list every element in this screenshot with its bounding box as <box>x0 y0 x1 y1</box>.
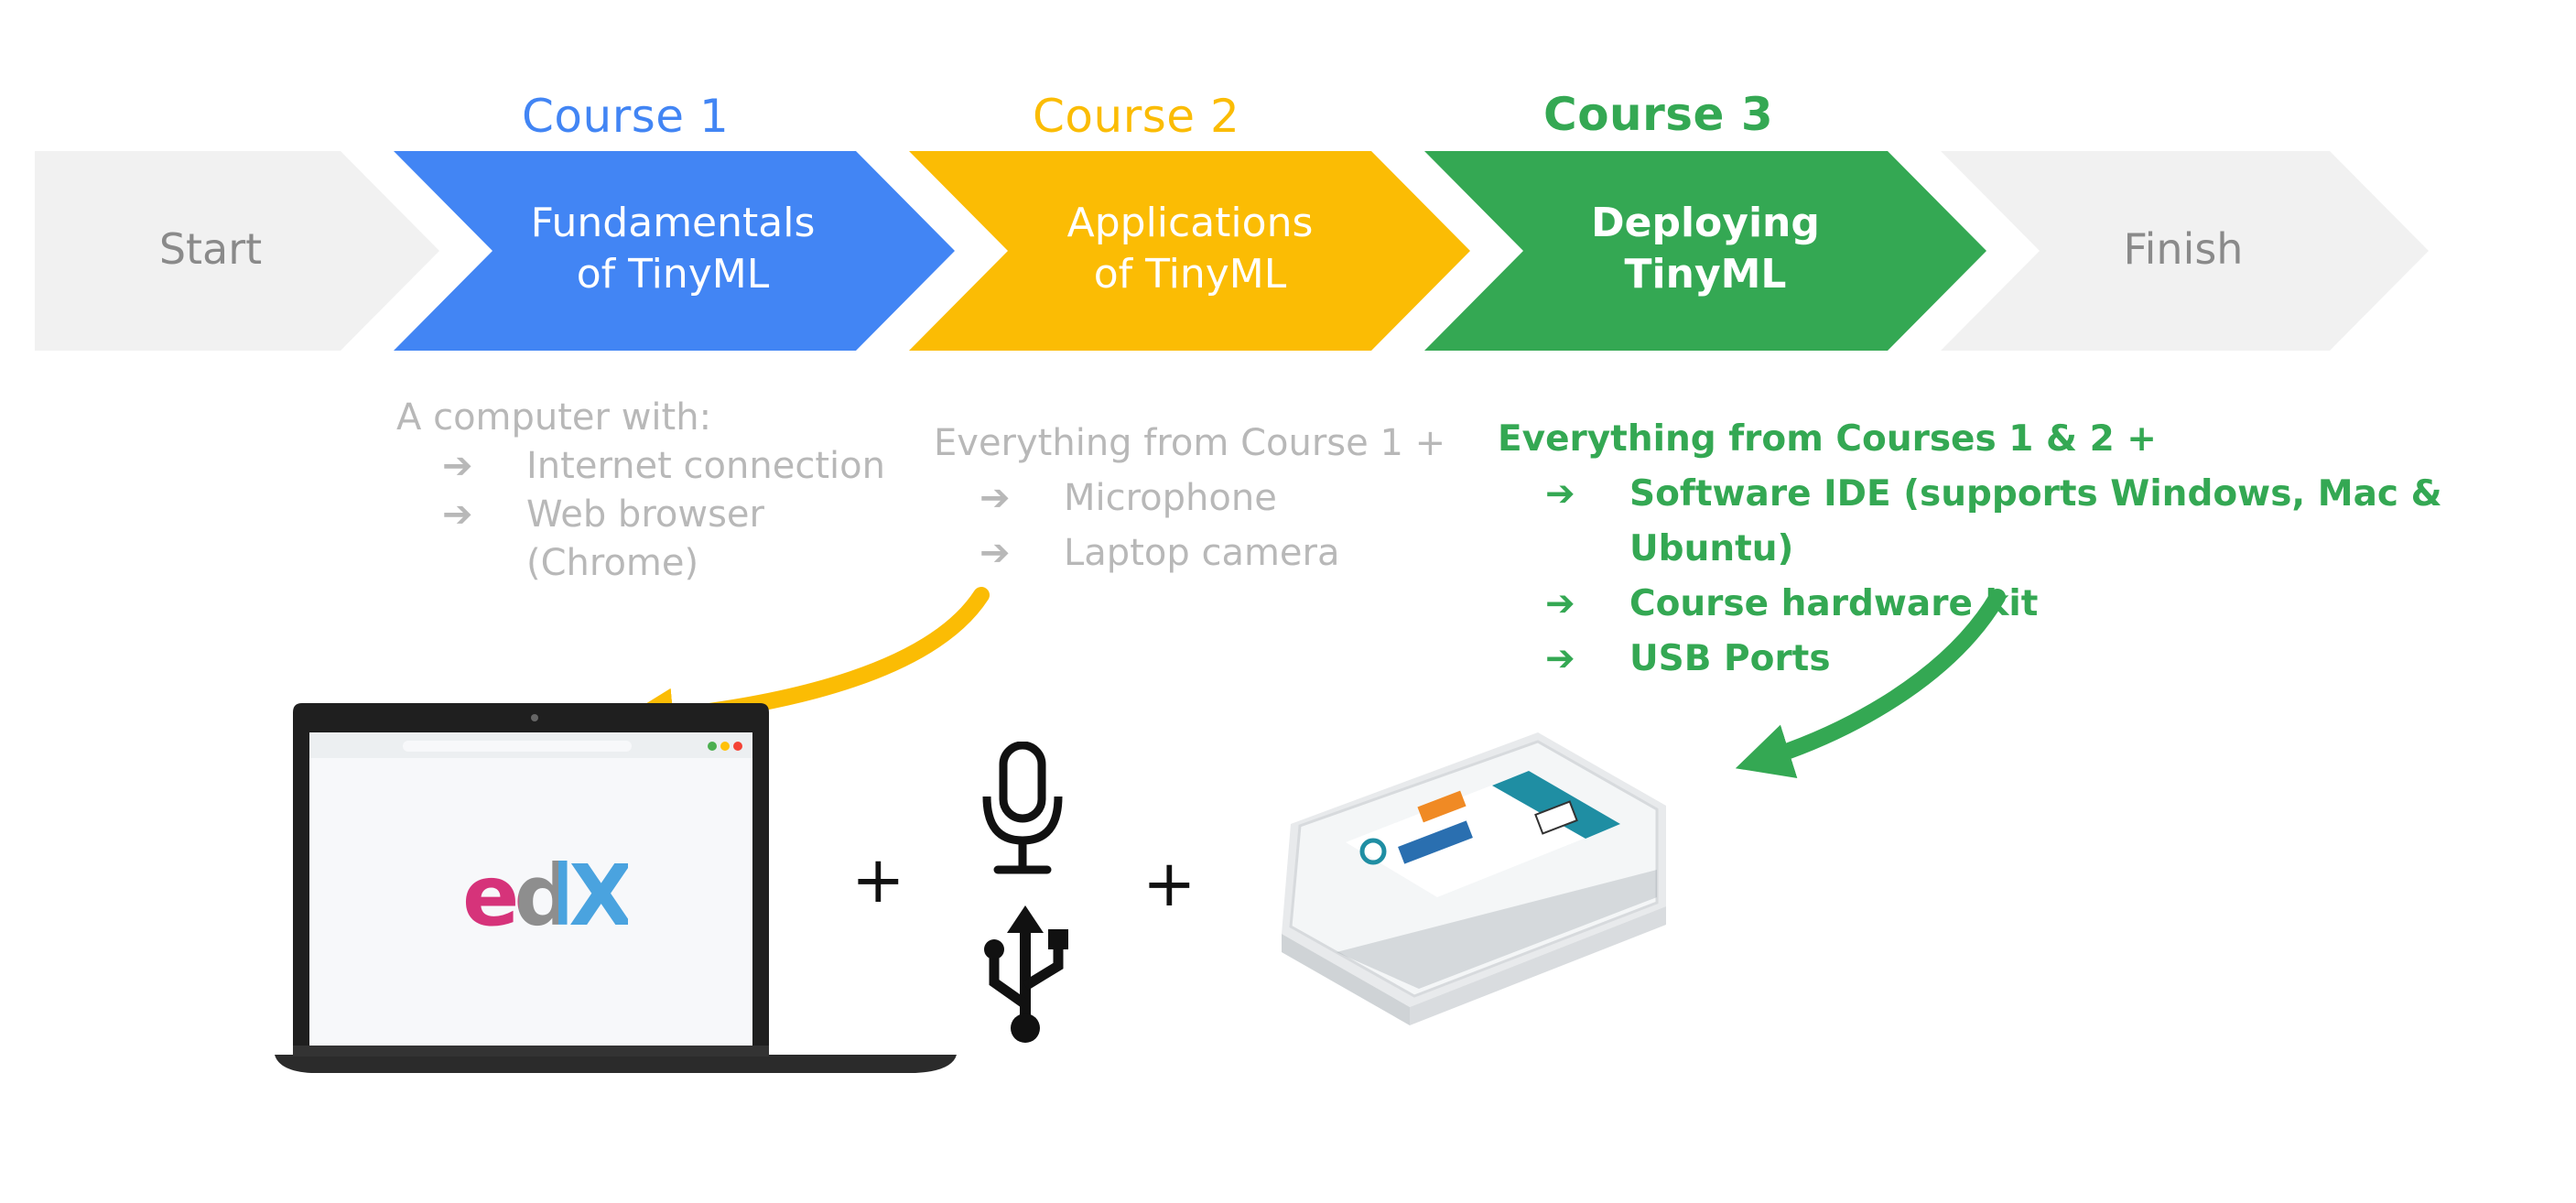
course2-requirements: Everything from Course 1 + ➔ Microphone … <box>934 416 1445 580</box>
arrow-bullet-icon: ➔ <box>980 532 1011 574</box>
step-course1-label: Fundamentals of TinyML <box>530 200 816 298</box>
course1-req-item-text: Internet connection <box>526 445 885 487</box>
course2-req-item-text: Laptop camera <box>1064 532 1340 574</box>
arrow-bullet-icon: ➔ <box>1545 473 1575 515</box>
step-course3-label: Deploying TinyML <box>1591 200 1820 298</box>
arrow-bullet-icon: ➔ <box>1545 583 1575 624</box>
arrow-bullet-icon: ➔ <box>1545 638 1575 679</box>
course-3-label: Course 3 <box>1543 88 1774 141</box>
course-2-label: Course 2 <box>1033 90 1240 143</box>
microphone-icon <box>982 742 1063 874</box>
course2-req-item: ➔ Microphone <box>980 471 1445 526</box>
chevron-course1 <box>394 151 955 351</box>
step-start-label: Start <box>158 224 263 274</box>
plus-sign: + <box>1142 846 1196 921</box>
hardware-kit-icon <box>1282 732 1666 1025</box>
course2-req-item: ➔ Laptop camera <box>980 526 1445 580</box>
chevron-course3 <box>1424 151 1986 351</box>
course3-req-item-text: USB Ports <box>1629 638 1831 679</box>
course3-req-item-text: Software IDE (supports Windows, Mac & Ub… <box>1629 473 2442 569</box>
chevron-finish <box>1941 151 2429 351</box>
course3-req-item: ➔ Software IDE (supports Windows, Mac & … <box>1545 467 2576 577</box>
course3-req-item: ➔ Course hardware kit <box>1545 577 2576 632</box>
arrow-bullet-icon: ➔ <box>442 445 473 487</box>
course3-req-item-text: Course hardware kit <box>1629 583 2039 624</box>
course2-req-item-text: Microphone <box>1064 477 1277 519</box>
course3-req-item: ➔ USB Ports <box>1545 632 2576 687</box>
green-arrow-icon <box>1735 589 2006 778</box>
chevron-track <box>35 151 2429 351</box>
course2-req-heading: Everything from Course 1 + <box>934 422 1446 464</box>
step-finish-label: Finish <box>2123 224 2244 274</box>
arrow-bullet-icon: ➔ <box>980 477 1011 519</box>
laptop-icon <box>275 703 957 1073</box>
course1-req-item: ➔ Internet connection <box>442 442 885 491</box>
course3-requirements: Everything from Courses 1 & 2 + ➔ Softwa… <box>1498 412 2576 687</box>
plus-sign: + <box>851 842 905 917</box>
course1-req-heading: A computer with: <box>396 396 712 439</box>
course1-req-item: ➔ Web browser (Chrome) <box>442 491 885 588</box>
edx-logo: edX <box>462 847 633 945</box>
course-1-label: Course 1 <box>522 90 730 143</box>
usb-icon <box>984 905 1068 1043</box>
step-course2-label: Applications of TinyML <box>1066 200 1314 298</box>
course1-requirements: A computer with: ➔ Internet connection ➔… <box>396 394 885 588</box>
course1-req-item-text: Web browser (Chrome) <box>526 493 764 584</box>
chevron-course2 <box>909 151 1470 351</box>
arrow-bullet-icon: ➔ <box>442 493 473 536</box>
course3-req-heading: Everything from Courses 1 & 2 + <box>1498 418 2157 460</box>
chevron-start <box>35 151 439 351</box>
